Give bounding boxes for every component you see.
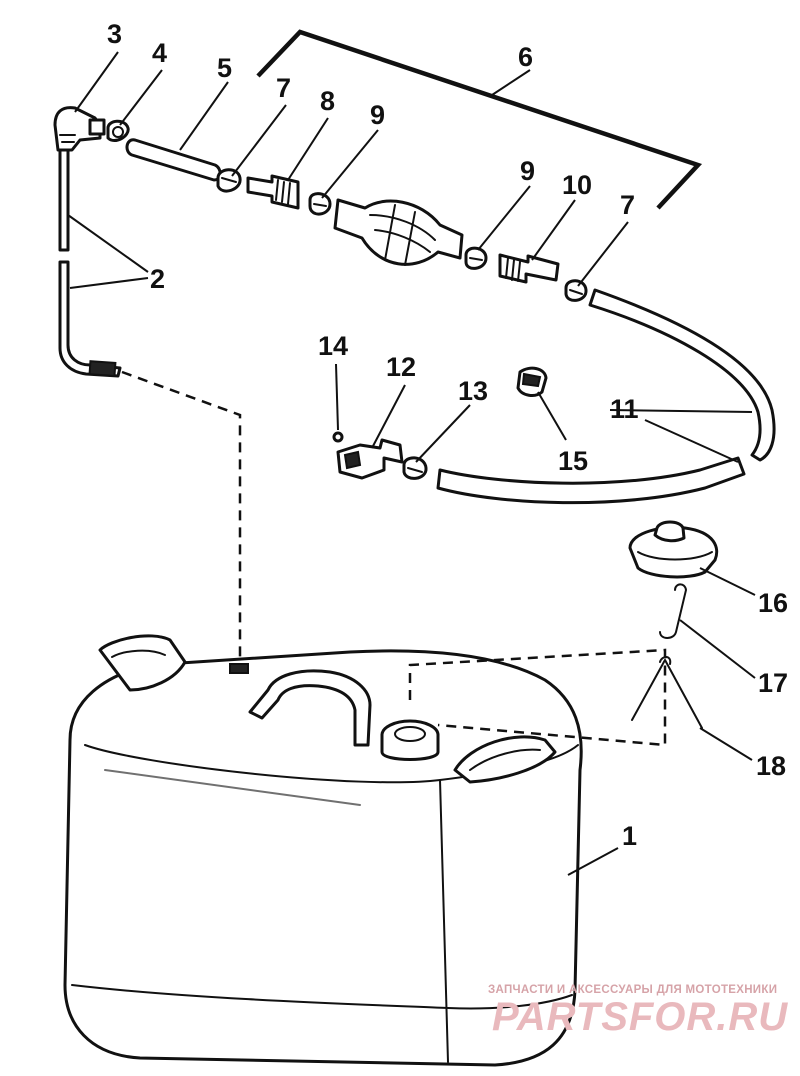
callout-18: 18 (756, 751, 786, 781)
watermark-subtitle: ЗАПЧАСТИ И АКСЕССУАРЫ ДЛЯ МОТОТЕХНИКИ (488, 984, 777, 996)
leader-12 (371, 384, 406, 449)
fuel-tank (63, 634, 583, 1067)
connector-12 (336, 438, 404, 480)
callout-4: 4 (152, 38, 167, 68)
leader-14 (335, 363, 339, 431)
leader-16 (699, 567, 756, 596)
tank-left-handle (98, 634, 187, 692)
leader-11a (609, 409, 753, 413)
leader-9b (477, 185, 531, 251)
clamp-7-right (564, 279, 588, 302)
o-ring-14 (332, 431, 344, 443)
check-valve-10 (498, 253, 560, 284)
callout-12: 12 (386, 352, 416, 382)
clamp-13 (402, 456, 428, 480)
callout-11: 11 (610, 394, 639, 424)
leader-4 (119, 69, 163, 126)
watermark: ЗАПЧАСТИ И АКСЕССУАРЫ ДЛЯ МОТОТЕХНИКИ PA… (488, 984, 788, 1039)
leader-3 (74, 51, 119, 113)
filler-cap-16 (628, 520, 719, 579)
clamp-9-left (308, 192, 332, 216)
chain-18 (631, 656, 703, 729)
pickup-tube (58, 146, 122, 378)
dashed-line-cap-to-neck (408, 648, 667, 747)
leader-18 (699, 727, 753, 761)
leader-7b (577, 221, 629, 287)
clamp-4 (106, 119, 130, 143)
callout-14: 14 (318, 331, 348, 361)
callout-5: 5 (217, 53, 232, 83)
leader-2a (67, 214, 149, 273)
leader-15 (537, 391, 567, 441)
hose-5 (125, 138, 222, 182)
tank-pickup-fitting (229, 663, 249, 674)
callout-13: 13 (458, 376, 488, 406)
leader-6 (491, 69, 531, 96)
leader-9a (321, 129, 379, 199)
leader-17 (679, 619, 756, 679)
leader-13 (415, 404, 471, 463)
callout-2: 2 (150, 264, 165, 294)
leader-7a (231, 104, 287, 177)
clamp-7-left (216, 168, 242, 193)
callout-7a: 7 (276, 73, 291, 103)
callout-9a: 9 (370, 100, 385, 130)
leader-10 (531, 199, 576, 261)
leader-1 (567, 847, 619, 876)
retainer-17 (659, 583, 688, 639)
elbow-fitting (53, 106, 106, 152)
callout-10: 10 (562, 170, 592, 200)
tank-carry-handle (248, 669, 372, 747)
callout-1: 1 (622, 821, 637, 851)
bracket-6 (256, 29, 703, 210)
check-valve-8 (246, 174, 300, 210)
dashed-line-pickup-to-tank (121, 370, 242, 665)
tank-right-handle (453, 735, 557, 784)
leader-8 (287, 117, 329, 181)
callout-6: 6 (518, 42, 533, 72)
callout-7b: 7 (620, 190, 635, 220)
fuel-hose-11 (588, 288, 776, 462)
leader-5 (179, 81, 229, 151)
callout-17: 17 (758, 668, 788, 698)
callout-8: 8 (320, 86, 335, 116)
callout-9b: 9 (520, 156, 535, 186)
callout-15: 15 (558, 446, 588, 476)
leader-2b (69, 277, 149, 289)
callout-3: 3 (107, 19, 122, 49)
primer-bulb (333, 198, 464, 266)
clamp-9-right (464, 246, 488, 270)
watermark-logo: PARTSFOR.RU (492, 995, 788, 1039)
plug-15 (516, 366, 548, 397)
callout-16: 16 (758, 588, 788, 618)
leader-11b (644, 419, 739, 463)
